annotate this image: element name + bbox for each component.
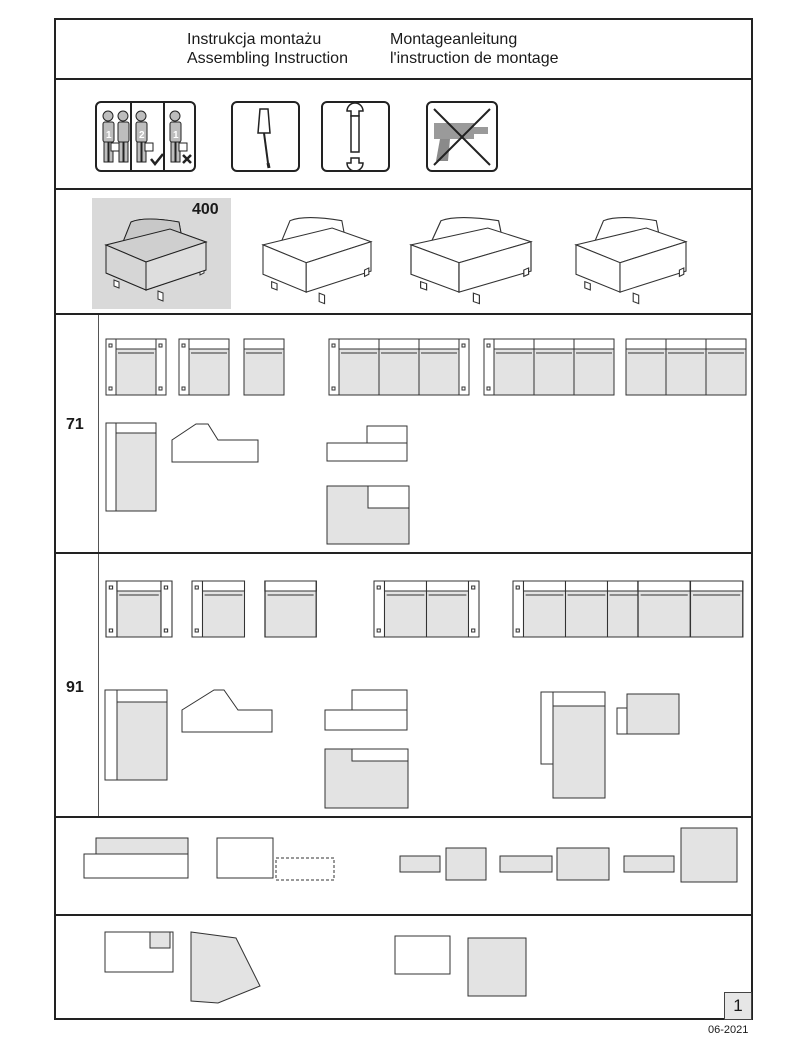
divider — [54, 188, 753, 190]
wrench-icon — [321, 101, 390, 172]
person-digit: 1 — [106, 130, 112, 141]
divider — [98, 315, 99, 552]
document-date: 06-2021 — [708, 1024, 749, 1036]
divider — [54, 313, 753, 315]
section-label-71: 71 — [66, 416, 84, 433]
two-person-assembly-icon: 1 2 1 — [95, 101, 196, 172]
model-code: 400 — [192, 201, 219, 218]
divider — [54, 552, 753, 554]
title-polish: Instrukcja montażu — [187, 31, 322, 48]
title-french: l'instruction de montage — [390, 50, 559, 67]
divider — [54, 78, 753, 80]
divider — [54, 816, 753, 818]
screwdriver-icon — [231, 101, 300, 172]
section-label-91: 91 — [66, 679, 84, 696]
person-digit: 2 — [139, 130, 145, 141]
divider — [54, 914, 753, 916]
divider — [98, 554, 99, 816]
title-german: Montageanleitung — [390, 31, 518, 48]
page-number: 1 — [724, 992, 752, 1020]
person-digit: 1 — [173, 130, 179, 141]
no-power-drill-icon — [426, 101, 498, 172]
page-frame — [54, 18, 753, 1020]
title-english: Assembling Instruction — [187, 50, 348, 67]
